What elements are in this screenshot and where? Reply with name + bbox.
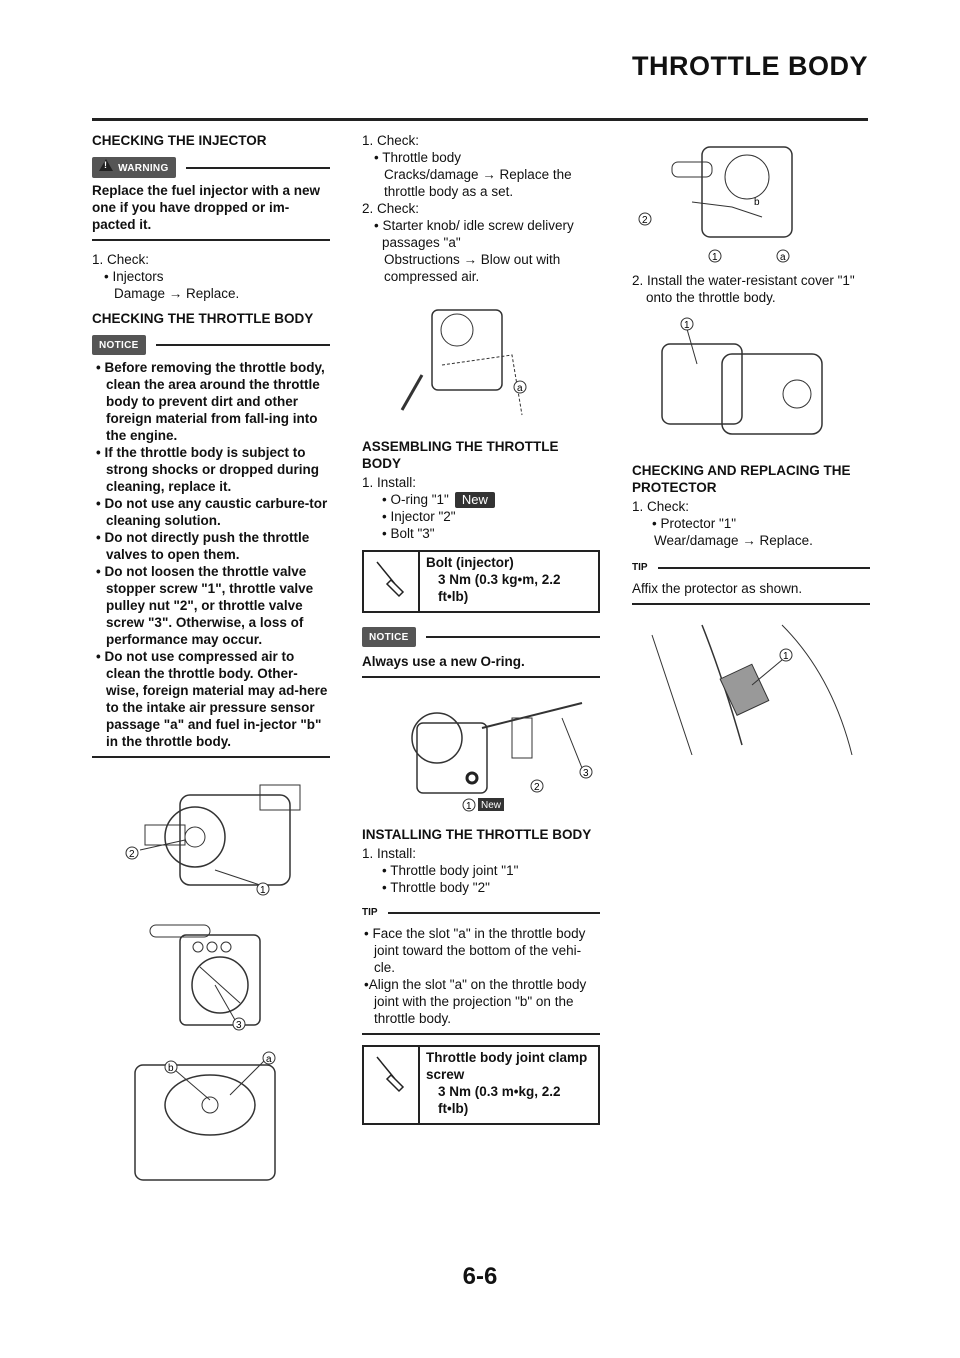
new-badge: New (454, 492, 495, 509)
assembling-heading: ASSEMBLING THE THROTTLE BODY (362, 439, 559, 471)
tip-text: Affix the protector as shown. (632, 581, 803, 596)
passages-detail: Obstructions → Blow out with compressed … (384, 252, 561, 284)
label-2: 2 (129, 849, 135, 860)
page-title: THROTTLE BODY (632, 51, 868, 81)
label-1: 1 (260, 885, 266, 896)
label-1: 1 (466, 801, 472, 812)
notice-list: • Before removing the throttle body, cle… (92, 359, 330, 750)
column-3: 2 1 a b 2. Install the water-resistant c… (632, 132, 870, 756)
step-check-injectors: 1. Check: (92, 252, 150, 267)
figure-throttle-joint: 2 1 a b (632, 132, 870, 272)
figure-throttle-valves: 3 (140, 915, 300, 1040)
passages-item: • Starter knob/ idle screw delivery pass… (374, 218, 574, 250)
figure-passages: a (362, 295, 600, 430)
label-1: 1 (712, 252, 718, 263)
label-a: a (780, 252, 786, 263)
warning-header: WARNING (92, 157, 330, 178)
injectors-item: • Injectors (104, 269, 164, 284)
warning-tag: WARNING (92, 157, 176, 178)
notice-item: • If the throttle body is subject to str… (96, 445, 320, 494)
install2-item: • Throttle body "2" (382, 880, 490, 896)
throttle-body-detail: Cracks/damage → Replace the throttle bod… (384, 167, 572, 199)
notice-header: NOTICE (362, 627, 600, 648)
spec-title: Bolt (injector) (426, 555, 514, 571)
install2-item: • Throttle body joint "1" (382, 863, 519, 879)
tip-header: TIP (362, 904, 600, 921)
install-item-bolt: • Bolt "3" (382, 526, 435, 542)
install-cover-step: 2. Install the water-resistant cover "1"… (632, 273, 855, 305)
install-item-injector: • Injector "2" (382, 509, 456, 525)
label-1: 1 (684, 320, 690, 331)
label-2: 2 (534, 782, 540, 793)
notice-tag: NOTICE (362, 627, 416, 648)
protector-heading: CHECKING AND REPLACING THE PROTECTOR (632, 463, 851, 495)
notice-text: Always use a new O-ring. (362, 654, 525, 670)
label-3: 3 (583, 768, 589, 779)
tip-header: TIP (632, 559, 870, 576)
warning-text: Replace the fuel injector with a new one… (92, 183, 321, 232)
label-b: b (168, 1063, 174, 1074)
figure-water-cover: 1 (632, 314, 870, 454)
spec-value: 3 Nm (0.3 m•kg, 2.2 ft•lb) (438, 1084, 561, 1117)
install-step: 1. Install: (362, 475, 417, 490)
throttle-body-item: • Throttle body (374, 150, 462, 165)
notice-item: • Do not loosen the throttle valve stopp… (96, 564, 314, 647)
tip-label: TIP (362, 907, 378, 919)
spec-value: 3 Nm (0.3 kg•m, 2.2 ft•lb) (438, 572, 561, 605)
injector-heading: CHECKING THE INJECTOR (92, 133, 267, 148)
protector-detail: Wear/damage → Replace. (654, 533, 813, 548)
tip-label: TIP (632, 562, 648, 573)
figure-throttle-passages: b a (125, 1050, 285, 1185)
page-number: 6-6 (462, 1263, 498, 1290)
notice-header: NOTICE (92, 335, 330, 355)
figure-protector: 1 (632, 615, 870, 756)
wrench-icon (364, 1047, 420, 1124)
column-1: CHECKING THE INJECTOR WARNING Replace th… (92, 132, 330, 768)
label-b: b (754, 197, 760, 208)
tip-list: • Face the slot "a" in the throttle body… (362, 925, 600, 1027)
install-item-oring: • O-ring "1"New (362, 491, 600, 509)
column-2: 1. Check: • Throttle body Cracks/damage … (362, 132, 600, 1137)
step-check-throttle: 1. Check: (362, 133, 420, 148)
new-label: New (481, 800, 502, 811)
label-a: a (266, 1054, 272, 1065)
torque-spec-clamp: Throttle body joint clamp screw 3 Nm (0.… (362, 1045, 600, 1126)
torque-spec-injector: Bolt (injector) 3 Nm (0.3 kg•m, 2.2 ft•l… (362, 550, 600, 614)
step-check-passages: 2. Check: (362, 201, 420, 216)
tip-item: • Face the slot "a" in the throttle body… (364, 926, 586, 976)
title-rule (92, 118, 868, 121)
notice-tag: NOTICE (92, 335, 146, 355)
figure-injector-install: 3 2 1 New (362, 688, 600, 818)
check-protector-step: 1. Check: (632, 499, 690, 514)
notice-item: • Do not directly push the throttle valv… (96, 530, 310, 562)
injectors-detail: Damage → Replace. (114, 286, 240, 301)
label-a: a (517, 383, 523, 394)
figure-throttle-pulley: 2 1 (110, 775, 320, 910)
throttle-heading: CHECKING THE THROTTLE BODY (92, 311, 314, 326)
install2-step: 1. Install: (362, 846, 417, 862)
protector-item: • Protector "1" (652, 516, 737, 531)
label-3: 3 (236, 1020, 242, 1031)
warning-icon (99, 159, 113, 171)
wrench-icon (364, 552, 420, 612)
spec-title: Throttle body joint clamp screw (426, 1050, 588, 1083)
label-2: 2 (642, 215, 648, 226)
notice-item: • Before removing the throttle body, cle… (96, 360, 325, 443)
notice-item: • Do not use any caustic carbure-tor cle… (96, 496, 328, 528)
tip-item: •Align the slot "a" on the throttle body… (364, 977, 587, 1027)
notice-item: • Do not use compressed air to clean the… (96, 649, 328, 749)
label-1: 1 (783, 651, 789, 662)
installing-heading: INSTALLING THE THROTTLE BODY (362, 827, 592, 843)
